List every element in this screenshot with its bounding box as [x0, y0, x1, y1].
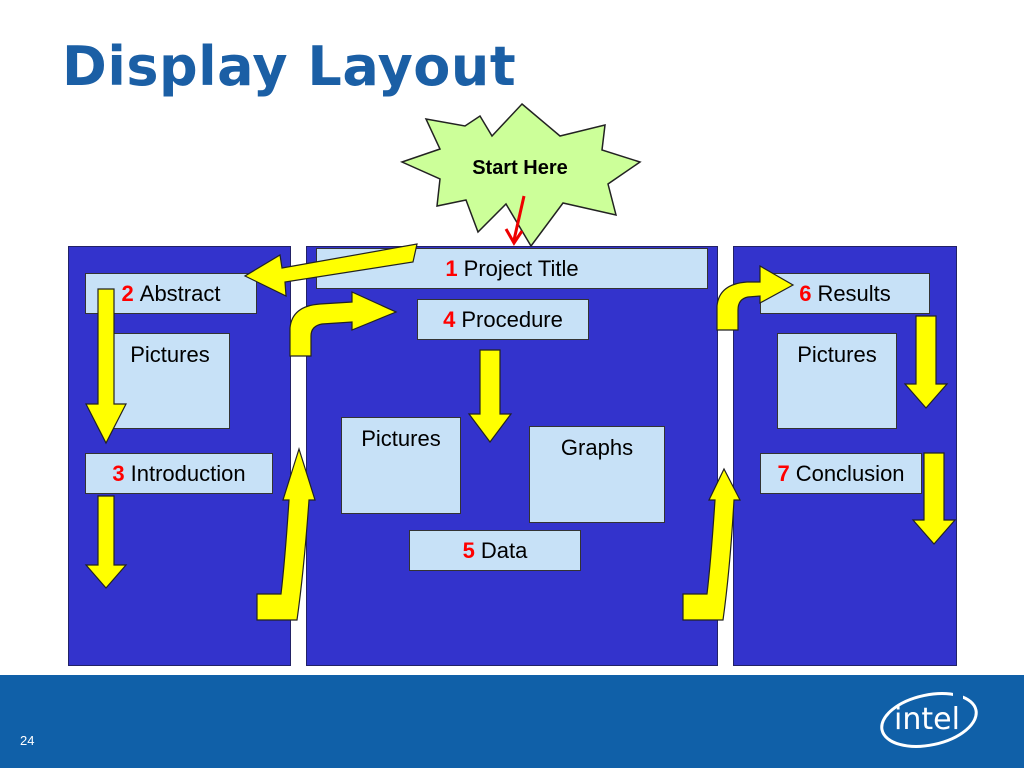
starburst-shape [399, 102, 642, 248]
step-number: 5 [462, 537, 475, 563]
step-conclusion: 7 Conclusion [760, 453, 922, 494]
right-pictures-box: Pictures [777, 333, 897, 429]
center-graphs-box: Graphs [529, 426, 665, 523]
step-procedure: 4 Procedure [417, 299, 589, 340]
graphs-label: Graphs [560, 435, 634, 460]
step-number: 2 [121, 280, 134, 306]
step-results: 6 Results [760, 273, 930, 314]
pictures-label: Pictures [797, 342, 877, 367]
footer-bar [0, 675, 1024, 768]
center-pictures-box: Pictures [341, 417, 461, 514]
arrow-conclusion-down [911, 452, 957, 545]
pictures-label: Pictures [361, 426, 441, 451]
arrow-title-to-abstract [243, 243, 418, 297]
step-number: 3 [112, 460, 125, 486]
step-label: Procedure [461, 306, 563, 332]
step-label: Data [480, 537, 528, 563]
step-label: Abstract [139, 280, 221, 306]
arrow-procedure-down [467, 349, 513, 443]
step-label: Introduction [130, 460, 246, 486]
slide-title: Display Layout [62, 35, 517, 98]
step-number: 6 [799, 280, 812, 306]
left-pictures-box: Pictures [110, 333, 230, 429]
step-label: Conclusion [795, 460, 905, 486]
arrow-intro-down [84, 495, 128, 589]
start-burst: Start Here [399, 102, 642, 248]
arrow-abstract-to-intro [85, 288, 127, 445]
arrow-results-down [903, 315, 949, 409]
page-number: 24 [20, 733, 35, 748]
arrow-to-results [716, 264, 795, 331]
start-pointer-arrow [504, 195, 526, 246]
step-label: Project Title [463, 255, 579, 281]
step-number: 4 [443, 306, 456, 332]
arrow-to-procedure [289, 291, 398, 357]
step-number: 7 [777, 460, 790, 486]
step-number: 1 [445, 255, 458, 281]
step-data: 5 Data [409, 530, 581, 571]
step-introduction: 3 Introduction [85, 453, 273, 494]
arrow-left-to-center-up [256, 446, 316, 621]
start-here-label: Start Here [472, 157, 568, 179]
pictures-label: Pictures [130, 342, 210, 367]
step-label: Results [817, 280, 891, 306]
arrow-center-to-right-up [682, 467, 741, 621]
